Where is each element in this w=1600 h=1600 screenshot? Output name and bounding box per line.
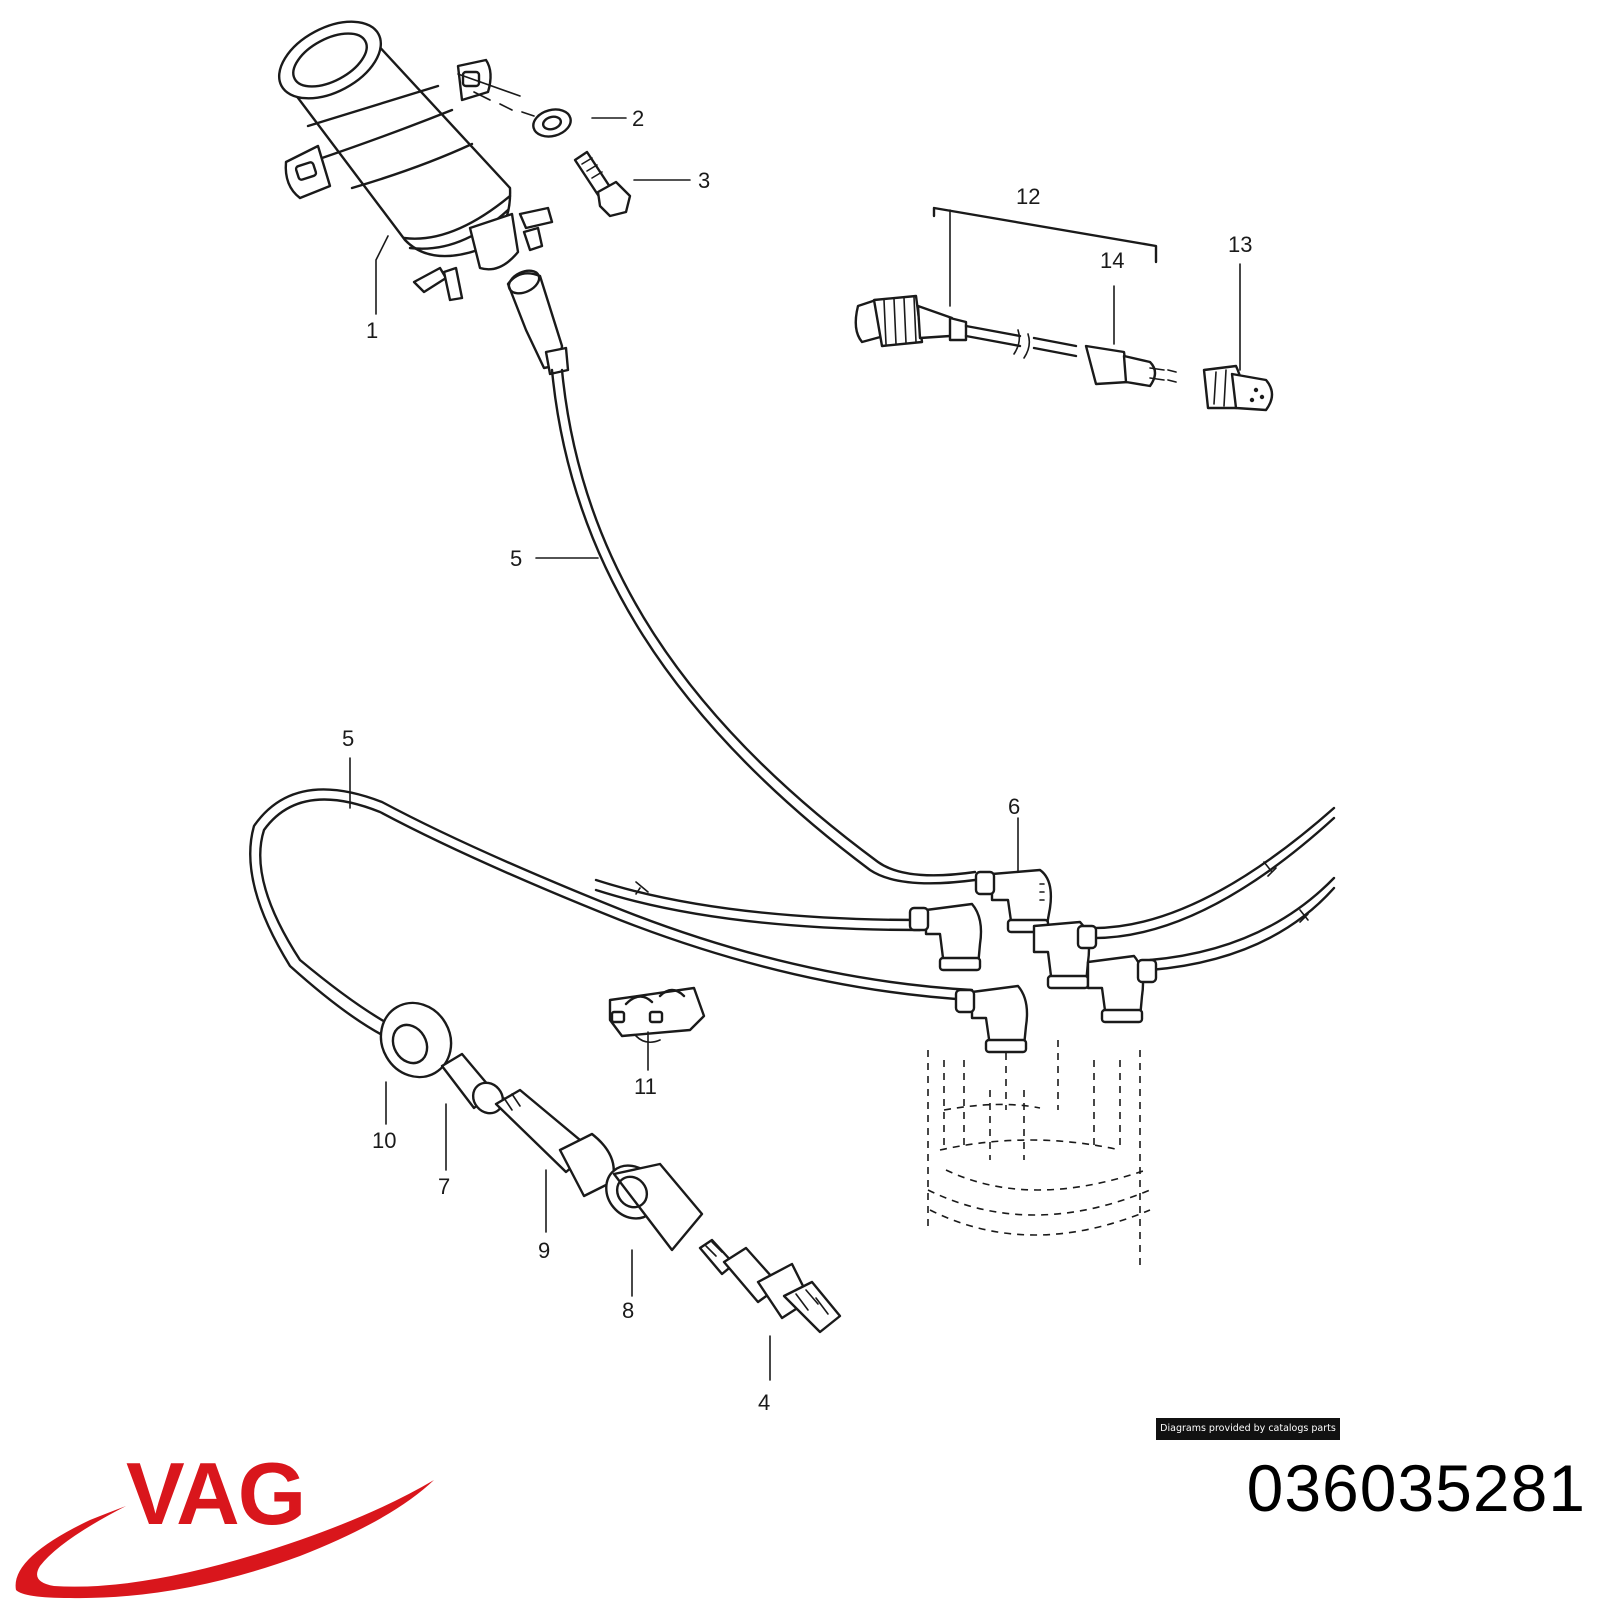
suppressor-sleeve [494, 1088, 615, 1198]
swoosh-logo-icon [15, 1480, 435, 1599]
leader-lines [349, 117, 1019, 1381]
plug-connector-b [908, 902, 983, 972]
spark-plug [698, 1238, 842, 1334]
ht-lead-right-1 [1088, 816, 1336, 940]
plug-connector-terminal [440, 1052, 505, 1115]
callout-4: 4 [758, 1390, 770, 1415]
brand-logo: VAG [15, 1444, 435, 1599]
plug-connector-d [1086, 954, 1158, 1024]
bolt [573, 150, 632, 218]
plug-connector-c [1032, 920, 1098, 990]
distributor-cap [927, 1040, 1151, 1270]
ignition-coil [277, 20, 554, 302]
bracket-12 [932, 206, 1158, 264]
callout-labels: 1 2 3 4 5 5 6 7 8 9 10 11 12 13 14 [342, 106, 1252, 1415]
diagram-credit: Diagrams provided by catalogs parts [1156, 1418, 1340, 1440]
callout-7: 7 [438, 1174, 450, 1199]
washer [473, 91, 572, 138]
plug-connector-e [954, 984, 1029, 1054]
coil-lead-boot [506, 269, 570, 376]
plug-connector-a [974, 868, 1053, 934]
callout-5-upper: 5 [510, 546, 522, 571]
plug-cap [605, 1162, 704, 1252]
callout-14: 14 [1100, 248, 1124, 273]
callout-8: 8 [622, 1298, 634, 1323]
callout-6: 6 [1008, 794, 1020, 819]
callout-3: 3 [698, 168, 710, 193]
grommet [379, 1001, 453, 1079]
callout-11: 11 [634, 1074, 657, 1099]
callout-1: 1 [366, 318, 378, 343]
callout-2: 2 [632, 106, 644, 131]
connector-plug [1202, 364, 1274, 412]
ht-lead-1 [594, 878, 922, 922]
lead-holder-clip [608, 986, 706, 1044]
ht-lead-upper [550, 368, 977, 885]
callout-10: 10 [372, 1128, 396, 1153]
sensor-lead [854, 294, 1177, 388]
callout-13: 13 [1228, 232, 1252, 257]
ht-lead-lower [259, 798, 974, 1032]
callout-12: 12 [1016, 184, 1040, 209]
callout-9: 9 [538, 1238, 550, 1263]
brand-name: VAG [126, 1444, 304, 1543]
ht-lead-right-2 [1148, 886, 1336, 972]
part-number: 036035281 [1246, 1451, 1586, 1525]
callout-5-lower: 5 [342, 726, 354, 751]
